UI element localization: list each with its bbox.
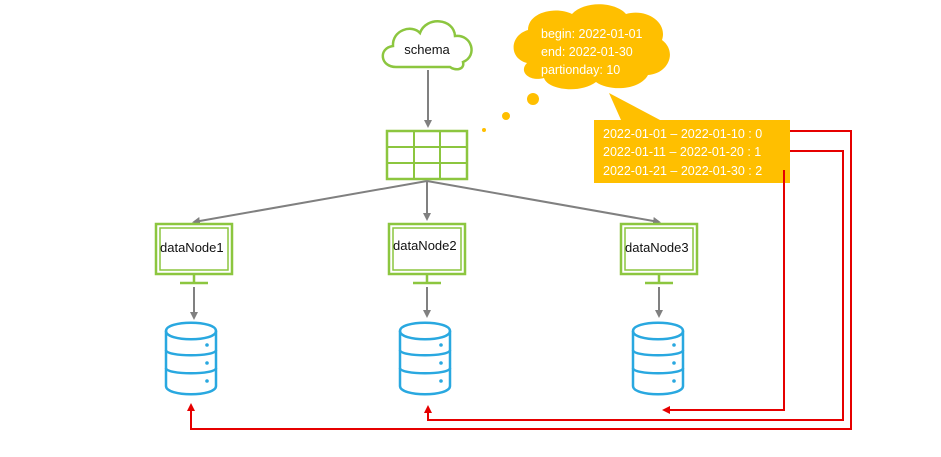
database-2	[398, 321, 452, 396]
thought-dot-large	[527, 93, 539, 105]
database-icon	[164, 321, 218, 396]
partition-1-route-line	[424, 150, 844, 421]
monitor-icon	[619, 222, 699, 276]
table-to-node3-arrow	[426, 180, 661, 225]
config-begin: begin: 2022-01-01	[541, 27, 643, 41]
partition-range-1: 2022-01-11 – 2022-01-20 : 1	[603, 145, 761, 159]
node1-label: dataNode1	[160, 240, 224, 255]
thought-dot-small	[482, 128, 486, 132]
cloud-icon	[381, 20, 473, 71]
thought-dot-medium	[502, 112, 510, 120]
data-node-3: dataNode3	[619, 222, 699, 285]
routing-table-icon	[385, 129, 469, 181]
data-node-1: dataNode1	[154, 222, 234, 285]
database-icon	[398, 321, 452, 396]
database-1	[164, 321, 218, 396]
node2-label: dataNode2	[393, 238, 457, 253]
config-bubble: begin: 2022-01-01 end: 2022-01-30 partio…	[513, 4, 670, 90]
partition-callout: 2022-01-01 – 2022-01-10 : 0 2022-01-11 –…	[594, 93, 790, 183]
partition-2-route-line	[662, 170, 785, 414]
table-to-node1-arrow	[192, 180, 428, 225]
database-3	[631, 321, 685, 396]
database-icon	[631, 321, 685, 396]
partition-range-0: 2022-01-01 – 2022-01-10 : 0	[603, 127, 762, 141]
config-partionday: partionday: 10	[541, 63, 620, 77]
partition-0-route-line	[187, 130, 852, 430]
monitor-icon	[387, 222, 467, 276]
thought-cloud-icon	[513, 4, 670, 90]
callout-shape	[594, 93, 790, 183]
partition-range-2: 2022-01-21 – 2022-01-30 : 2	[603, 164, 762, 178]
monitor-icon	[154, 222, 234, 276]
node3-label: dataNode3	[625, 240, 689, 255]
data-node-2: dataNode2	[387, 222, 467, 285]
schema-label: schema	[404, 42, 450, 57]
schema-cloud: schema	[381, 20, 473, 71]
config-end: end: 2022-01-30	[541, 45, 633, 59]
